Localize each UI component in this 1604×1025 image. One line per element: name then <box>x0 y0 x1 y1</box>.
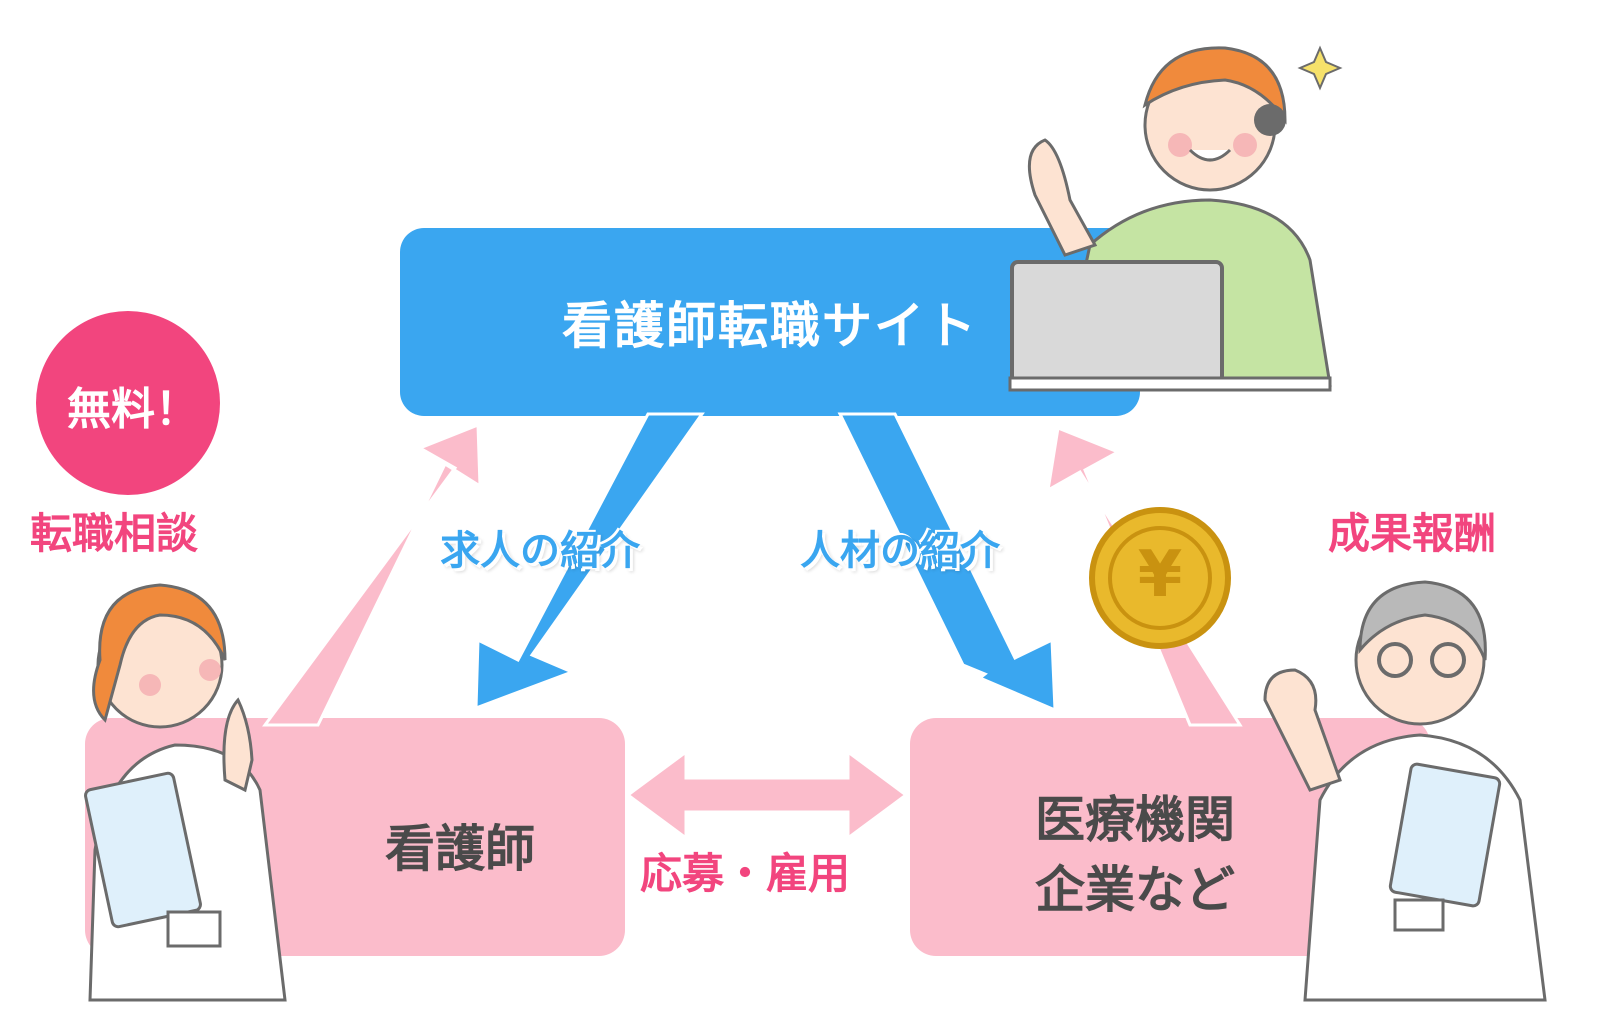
job-intro-arrow <box>474 412 705 711</box>
apply-hire-label: 応募・雇用 <box>640 849 851 898</box>
nurse-illustration <box>84 583 287 1002</box>
apply-hire-arrow <box>625 749 909 841</box>
nurse-box-label: 看護師 <box>385 820 535 878</box>
medical-box-line2: 企業など <box>1035 861 1235 919</box>
medical-box-line1: 医療機関 <box>1035 791 1235 849</box>
free-badge-label: 無料！ <box>67 384 199 435</box>
reward-label: 成果報酬 <box>1328 509 1497 558</box>
medical-box <box>910 718 1430 956</box>
site-box-label: 看護師転職サイト <box>562 297 978 355</box>
job-intro-label: 求人の紹介 <box>440 528 640 574</box>
yen-symbol: ¥ <box>1137 538 1183 612</box>
talent-intro-label: 人材の紹介 <box>800 528 1000 574</box>
talent-intro-arrow <box>837 412 1057 713</box>
operator-illustration <box>1008 45 1343 392</box>
doctor-illustration <box>1263 580 1547 1002</box>
yen-coin-inner <box>1108 526 1212 630</box>
site-box <box>400 228 1140 416</box>
consult-label: 転職相談 <box>30 509 199 558</box>
free-badge-circle <box>36 311 220 495</box>
consult-arrow <box>262 422 482 727</box>
medical-box-label: 医療機関 企業など <box>925 760 1345 950</box>
